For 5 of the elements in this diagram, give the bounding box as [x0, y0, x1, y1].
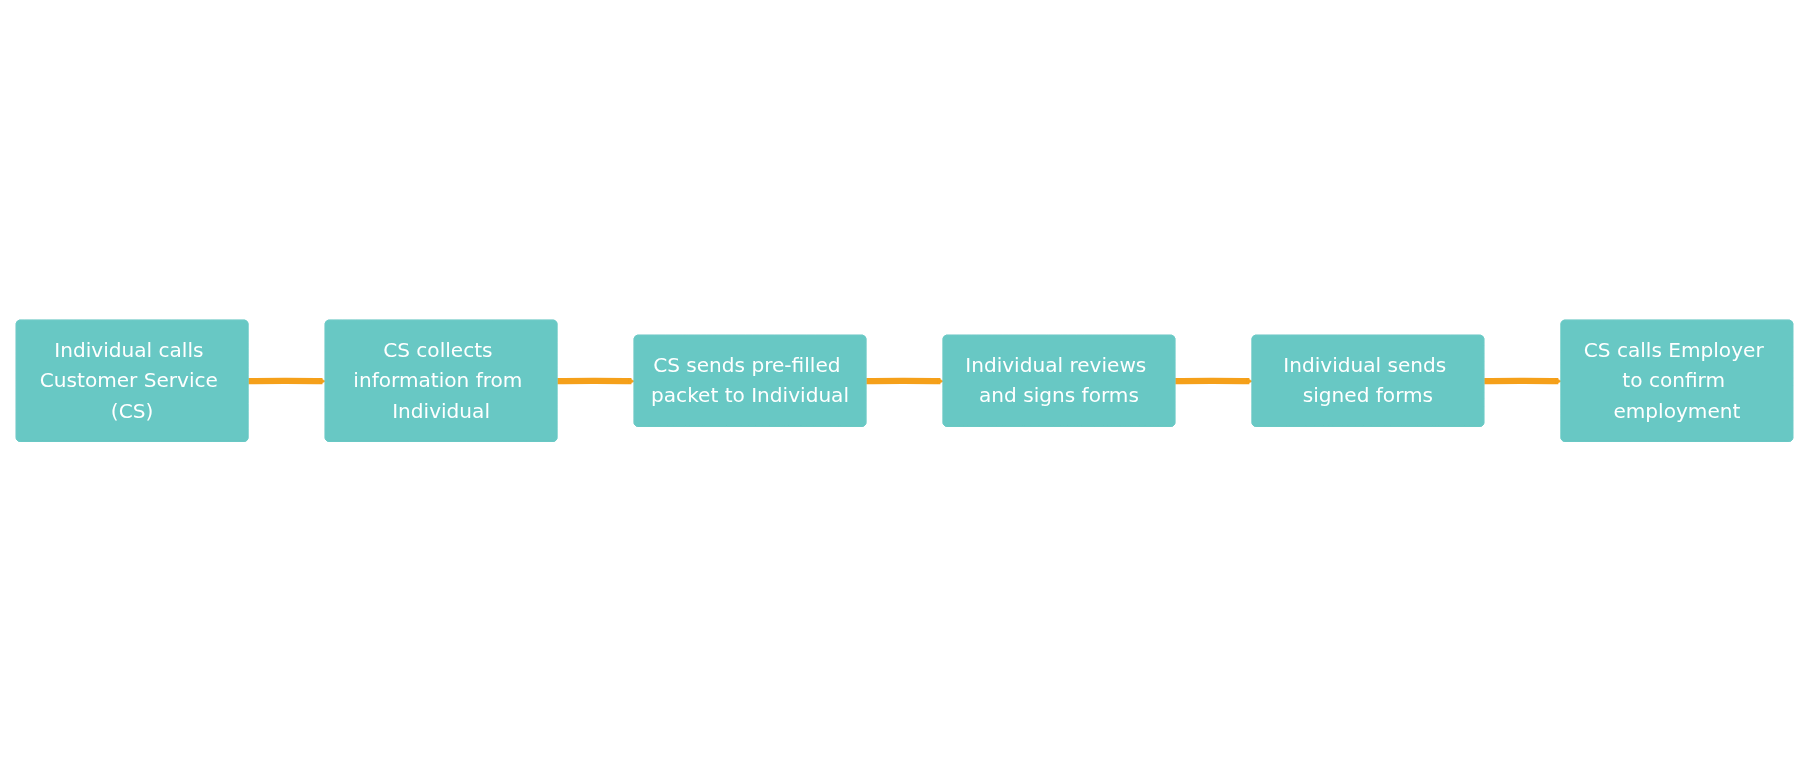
arrow [1484, 377, 1562, 385]
arrow [557, 377, 635, 385]
arrow [866, 377, 944, 385]
arrow [1175, 377, 1253, 385]
arrow [248, 377, 326, 385]
